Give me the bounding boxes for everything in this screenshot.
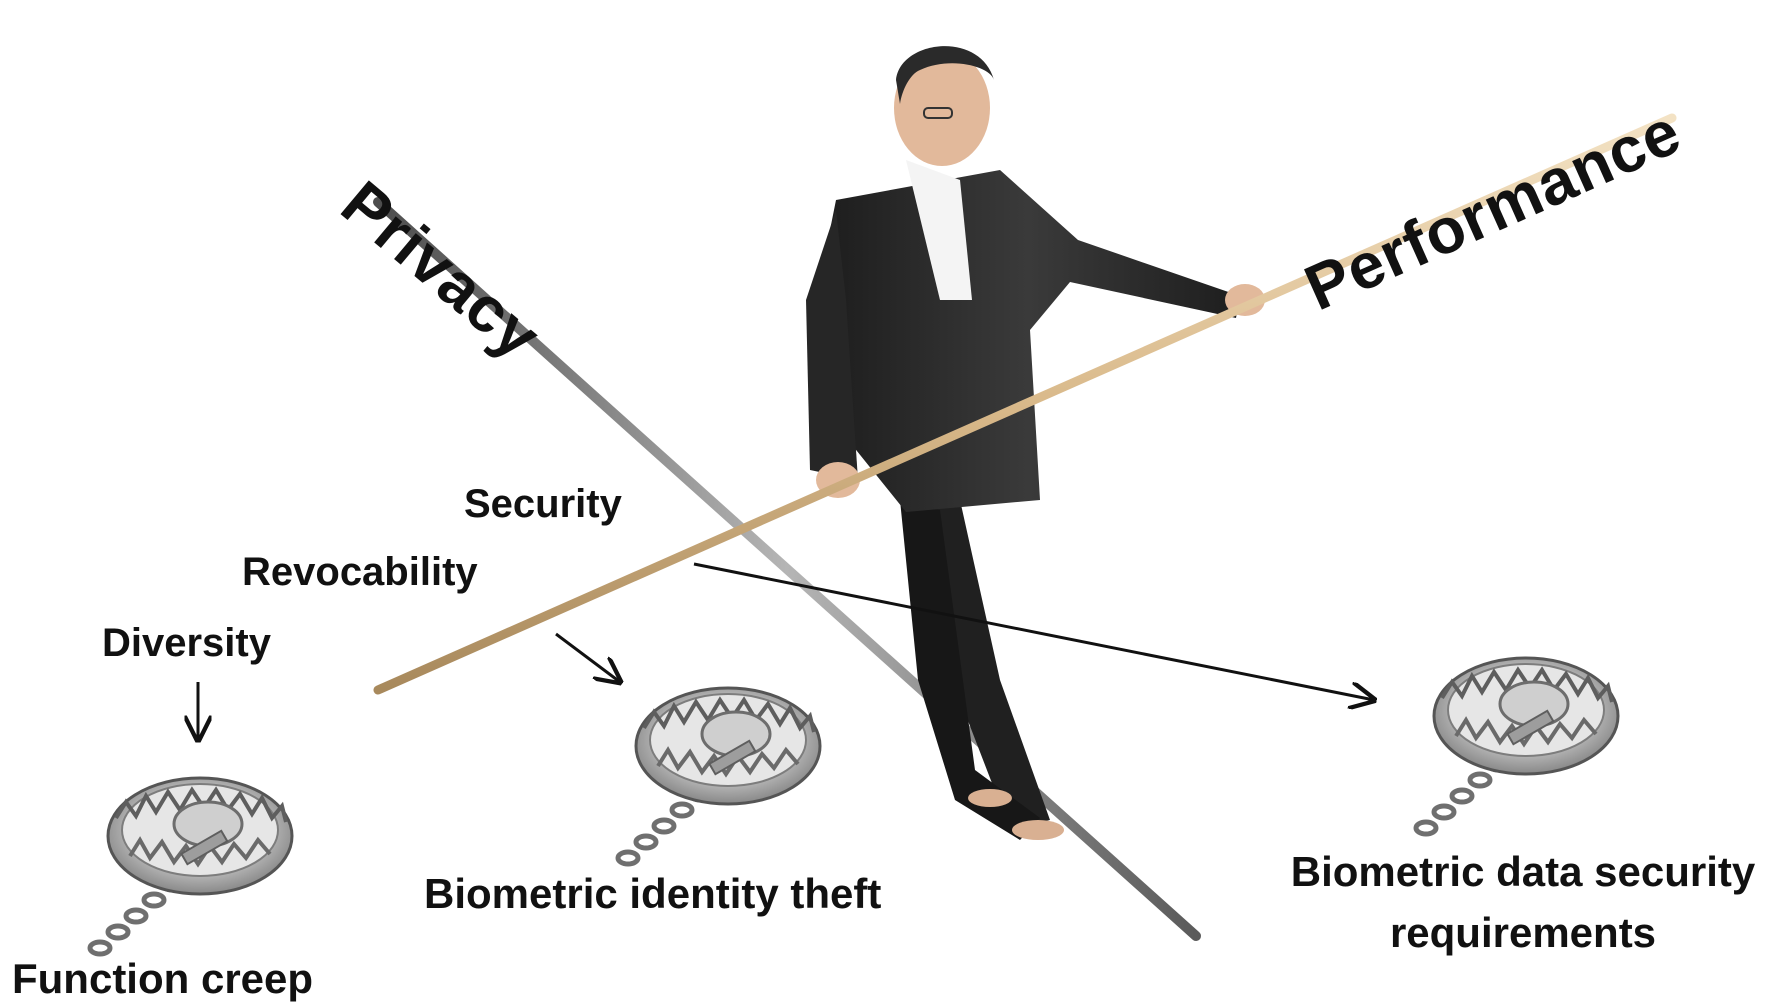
diversity-label: Diversity <box>102 621 271 665</box>
identity-theft-label: Biometric identity theft <box>424 870 882 917</box>
arrow-security <box>693 562 1374 700</box>
tightrope-walker <box>806 46 1265 840</box>
data-security-label: Biometric data security requirements <box>1268 842 1778 964</box>
function-creep-label: Function creep <box>12 955 314 1002</box>
bear-trap-data-security <box>1416 658 1618 834</box>
revocability-label: Revocability <box>242 550 478 594</box>
balance-pole <box>373 113 1677 695</box>
data-security-line1: Biometric data security <box>1290 848 1756 895</box>
tightrope <box>373 197 1201 941</box>
security-label: Security <box>464 482 622 526</box>
bear-trap-function-creep <box>90 778 292 954</box>
bear-trap-identity-theft <box>618 688 820 864</box>
data-security-line2: requirements <box>1389 908 1657 956</box>
arrow-revocability <box>555 632 620 682</box>
